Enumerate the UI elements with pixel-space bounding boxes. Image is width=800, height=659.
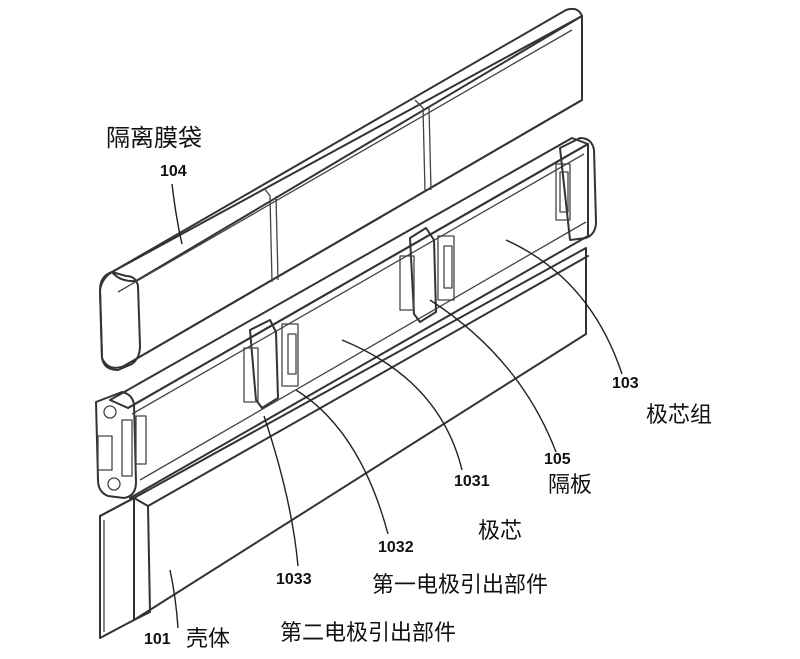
leader-lines [169, 183, 623, 629]
label-core-group: 极芯组 [646, 403, 712, 428]
label-shell: 壳体 [186, 627, 230, 652]
label-partition: 隔板 [548, 473, 592, 498]
labels: 隔离膜袋 104 103 极芯组 105 隔板 1031 极芯 1032 第一电… [106, 124, 712, 652]
label-second-electrode-lead: 第二电极引出部件 [280, 621, 456, 646]
shell [99, 247, 589, 639]
label-isolation-film-bag: 隔离膜袋 [106, 124, 202, 152]
label-first-electrode-lead: 第一电极引出部件 [372, 573, 548, 598]
label-103: 103 [612, 375, 639, 392]
label-105: 105 [544, 451, 571, 468]
label-101: 101 [144, 631, 171, 648]
label-1031: 1031 [454, 473, 490, 490]
label-1033: 1033 [276, 571, 312, 588]
core-group [95, 137, 597, 499]
label-core: 极芯 [478, 519, 522, 544]
label-104: 104 [160, 163, 187, 180]
isolation-film-bag [99, 7, 583, 371]
label-1032: 1032 [378, 539, 414, 556]
